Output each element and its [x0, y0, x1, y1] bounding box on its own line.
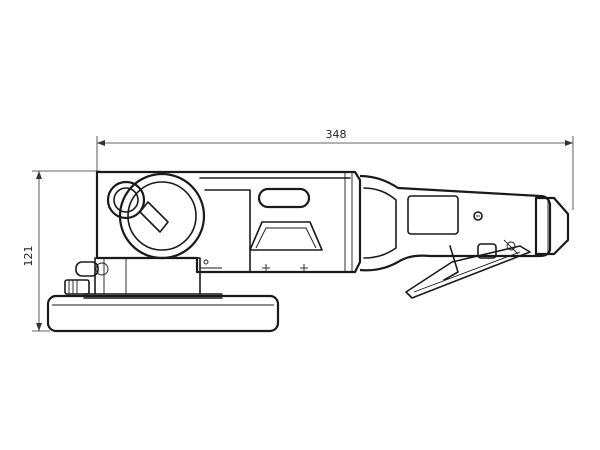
- trigger-lever: [405, 239, 531, 299]
- gear-head-outline: [95, 170, 362, 274]
- label-plate: [407, 195, 459, 235]
- side-handle: [106, 172, 206, 260]
- guard-body: [94, 257, 201, 295]
- height-label: 121: [22, 246, 35, 267]
- side-handle-end-outer: [106, 180, 146, 220]
- side-handle-end-inner: [113, 187, 139, 213]
- lever-pivot: [477, 243, 497, 259]
- length-arrow-right: [565, 140, 573, 146]
- length-label: 348: [326, 128, 347, 141]
- side-handle-base-inner: [127, 181, 197, 251]
- screw-right: [300, 264, 308, 272]
- motor-handle: [359, 174, 570, 272]
- height-dimension: 121: [22, 170, 100, 332]
- lever-body: [405, 245, 531, 299]
- end-cap: [534, 196, 570, 256]
- screw-left: [262, 264, 270, 272]
- lock-button: [75, 261, 99, 277]
- handle-outline: [359, 174, 552, 272]
- wheel-guard: [83, 257, 223, 299]
- backing-pad: [46, 294, 280, 333]
- length-dimension: 348: [96, 128, 574, 210]
- backing-pad-body: [46, 294, 280, 333]
- height-arrow-top: [36, 171, 42, 179]
- length-arrow-left: [97, 140, 105, 146]
- side-handle-shaft: [139, 201, 169, 233]
- grip-opening: [249, 221, 323, 251]
- vent-slot: [257, 187, 311, 209]
- gear-head: [95, 170, 362, 274]
- spindle-lock: [64, 261, 109, 295]
- handle-screw: [473, 211, 483, 221]
- height-arrow-bottom: [36, 323, 42, 331]
